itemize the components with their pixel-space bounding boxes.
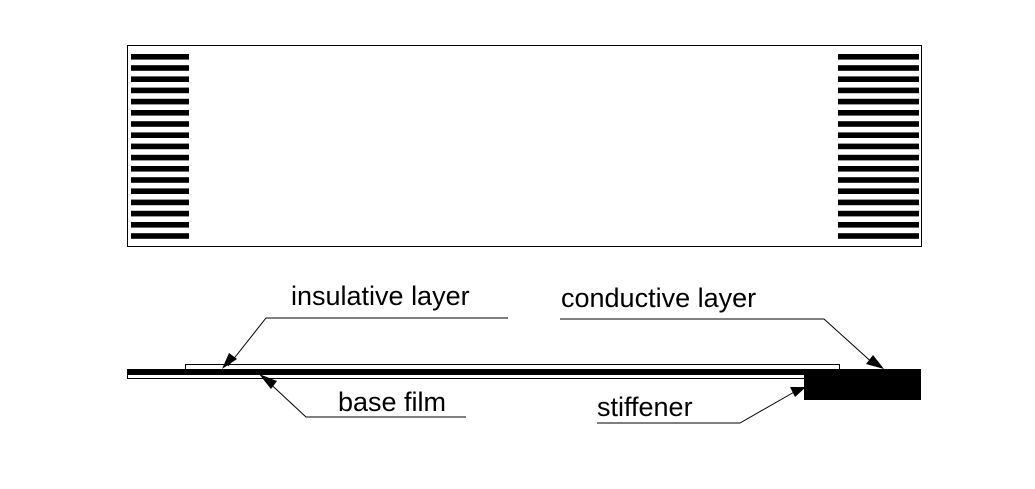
stiffener-label: stiffener [597, 392, 693, 422]
left-contact-pad [131, 143, 189, 150]
base-film [127, 374, 808, 379]
left-contact-pad [131, 199, 189, 206]
right-contact-pad [838, 233, 919, 239]
left-contact-pad [131, 233, 189, 239]
right-contact-pad [838, 199, 919, 206]
right-contact-pad [838, 65, 919, 71]
right-contact-pad [838, 110, 919, 116]
right-contact-pad [838, 98, 919, 105]
right-contact-pad [838, 210, 919, 217]
conductive-layer-label: conductive layer [561, 283, 756, 313]
right-contact-pad [838, 132, 919, 138]
conductive-leader [560, 318, 877, 367]
base-film-label: base film [338, 387, 446, 417]
stiffener-arrow [790, 387, 806, 397]
right-contact-pad [838, 54, 919, 60]
left-contact-pad [131, 188, 189, 194]
left-contact-pad [131, 98, 189, 105]
base-leader [262, 376, 466, 418]
right-contact-pad [838, 143, 919, 150]
left-contact-pad [131, 121, 189, 127]
left-contact-pad [131, 132, 189, 138]
right-contact-pads [838, 54, 919, 239]
left-contact-pad [131, 65, 189, 71]
right-contact-pad [838, 87, 919, 94]
insulative-leader [227, 317, 508, 367]
right-contact-pad [838, 121, 919, 127]
left-contact-pad [131, 154, 189, 161]
right-contact-pad [838, 154, 919, 161]
stiffener-leader [597, 390, 797, 424]
left-contact-pad [131, 177, 189, 183]
left-contact-pad [131, 110, 189, 116]
insulative-layer-label: insulative layer [291, 281, 470, 311]
insulative-arrow [222, 353, 237, 369]
right-contact-pad [838, 177, 919, 183]
left-contact-pad [131, 54, 189, 60]
conductive-layer [127, 369, 921, 374]
left-contact-pad [131, 87, 189, 94]
base-arrow [259, 374, 277, 389]
right-contact-pad [838, 188, 919, 194]
right-contact-pad [838, 76, 919, 82]
left-contact-pad [131, 76, 189, 82]
conductive-arrow [866, 355, 884, 369]
left-contact-pads [131, 54, 189, 239]
left-contact-pad [131, 210, 189, 217]
cable-top-view [127, 45, 922, 247]
right-contact-pad [838, 222, 919, 228]
right-contact-pad [838, 166, 919, 172]
left-contact-pad [131, 166, 189, 172]
left-contact-pad [131, 222, 189, 228]
stiffener-block [804, 374, 921, 400]
